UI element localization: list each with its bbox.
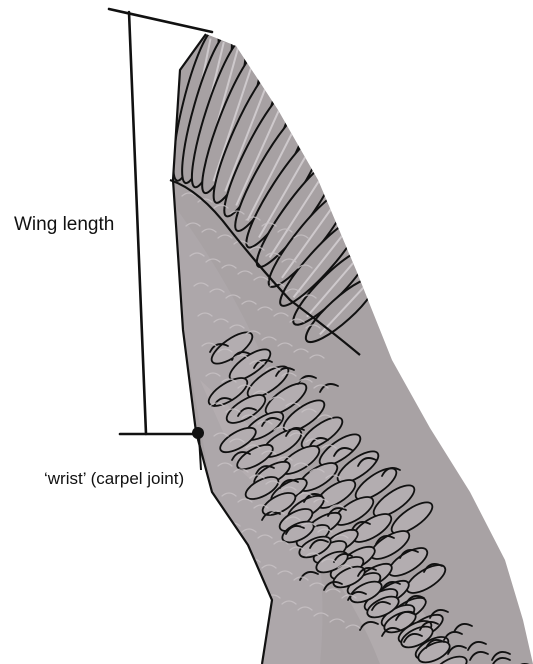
wrist-point xyxy=(192,427,204,439)
wrist-label: ‘wrist’ (carpel joint) xyxy=(44,469,184,489)
wing-length-label: Wing length xyxy=(14,214,114,236)
texture-arc xyxy=(234,583,248,586)
top-tick xyxy=(109,9,212,32)
texture-arc xyxy=(230,553,244,556)
texture-arc xyxy=(250,589,264,592)
vertical-bar xyxy=(129,12,146,434)
